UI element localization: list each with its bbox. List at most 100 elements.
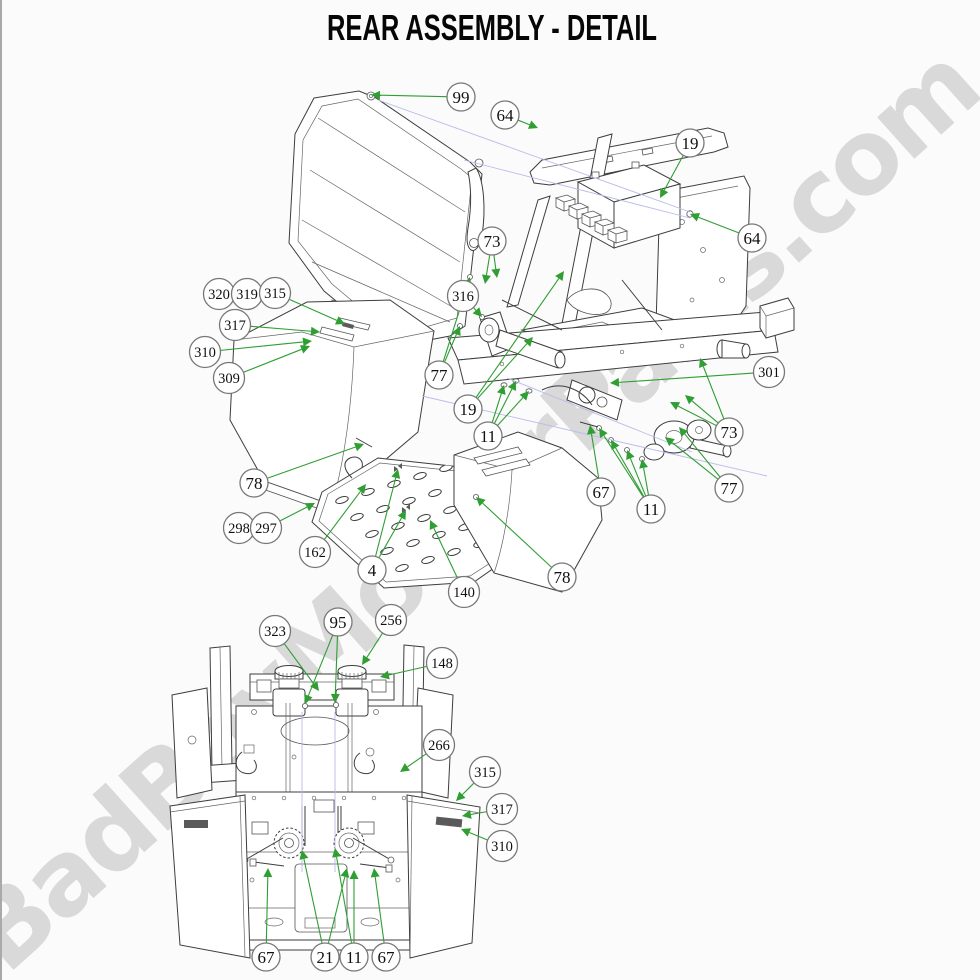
leader-arrowhead: [397, 510, 406, 521]
leader: [587, 425, 600, 478]
leader-line: [485, 255, 491, 276]
callout-19: 19: [675, 128, 705, 158]
leader: [250, 325, 320, 336]
leader-arrowhead: [519, 391, 529, 401]
callout-78: 78: [239, 468, 269, 498]
callout-162: 162: [298, 535, 332, 569]
leader-arrowhead: [527, 120, 538, 129]
leader-arrowhead: [362, 654, 371, 665]
leader: [263, 868, 273, 943]
rear-suspension: [241, 799, 395, 873]
callout-140: 140: [447, 575, 481, 609]
leader: [491, 255, 501, 278]
leader: [243, 345, 310, 373]
callout-circle: [485, 792, 519, 826]
leader-line: [663, 155, 684, 191]
callout-circle: [339, 942, 369, 972]
page-title: REAR ASSEMBLY - DETAIL: [327, 7, 657, 48]
callout-circle: [323, 607, 353, 637]
callout-number: 297: [255, 521, 277, 537]
leader: [332, 848, 353, 943]
leader: [400, 753, 427, 772]
seat-support-arm: [466, 167, 485, 251]
leader-arrowhead: [349, 870, 359, 879]
callout-number: 73: [484, 232, 501, 251]
pan-slot: [361, 488, 375, 496]
leader-arrowhead: [690, 213, 701, 222]
leader-arrowhead: [587, 425, 596, 435]
leader-line: [303, 858, 323, 943]
callout-circle: [447, 575, 481, 609]
rear-view: [169, 644, 481, 959]
frame-oval-hole: [280, 716, 350, 746]
leader-arrowhead: [660, 187, 669, 198]
callout-number: 148: [431, 656, 453, 672]
tank-mount-bar: [249, 673, 395, 701]
pan-slot: [391, 522, 405, 530]
pan-slot: [413, 472, 427, 480]
leader-line: [366, 633, 383, 658]
callout-circle: [298, 535, 332, 569]
callout-315: 315: [258, 276, 292, 310]
callout-number: 309: [218, 371, 240, 387]
hitch-plate-cutout: [294, 863, 348, 933]
callout-310: 310: [188, 335, 222, 369]
leader-line: [470, 811, 487, 815]
leader-line: [461, 782, 475, 796]
tie-hooks: [235, 751, 375, 775]
callout-circle: [586, 477, 616, 507]
right-fender: [453, 431, 603, 593]
leader-arrowhead: [357, 484, 366, 494]
callout-number: 95: [330, 613, 347, 632]
leader-line: [677, 405, 717, 426]
leader-line: [388, 665, 427, 676]
left-axle-bearing: [457, 274, 566, 369]
pan-slot: [402, 497, 416, 505]
leader: [699, 358, 725, 419]
leader-arrowhead: [639, 459, 649, 469]
callout-266: 266: [422, 728, 456, 762]
leader-line: [307, 635, 334, 696]
callout-number: 64: [497, 106, 515, 125]
leader-arrowhead: [400, 763, 410, 772]
leader: [670, 402, 717, 426]
callout-circle: [422, 728, 456, 762]
callout-circle: [357, 555, 387, 585]
pan-slot: [395, 564, 409, 572]
callout-number: 140: [453, 585, 475, 601]
callout-circle: [239, 468, 269, 498]
leader-line: [334, 636, 339, 695]
leader-line: [243, 348, 302, 373]
callout-309: 309: [212, 361, 246, 395]
leader: [375, 469, 401, 557]
right-transaxle: [579, 419, 732, 462]
callout-301: 301: [752, 355, 786, 389]
leader-arrowhead: [310, 326, 320, 336]
leader-line: [220, 341, 304, 351]
leader-line: [289, 298, 337, 321]
leader: [639, 459, 649, 495]
pan-hook: [344, 456, 363, 479]
callout-number: 64: [744, 229, 762, 248]
leader: [476, 497, 552, 568]
leader-line: [493, 255, 497, 270]
callout-number: 19: [682, 134, 699, 153]
leader-line: [491, 393, 502, 423]
hitch-bracket: [716, 297, 795, 359]
callout-298: 298: [222, 511, 256, 545]
callout-315: 315: [468, 755, 502, 789]
pan-slot: [428, 489, 442, 497]
leader-arrowhead: [340, 868, 350, 878]
callout-circle: [446, 82, 476, 112]
callout-number: 77: [431, 366, 449, 385]
callout-number: 256: [380, 613, 402, 629]
callout-number: 298: [228, 521, 250, 537]
leader-line: [590, 433, 600, 478]
pan-slot: [406, 539, 420, 547]
callout-number: 162: [304, 545, 326, 561]
callout-323: 323: [258, 614, 292, 648]
leader-arrowhead: [665, 437, 675, 447]
callout-number: 99: [453, 88, 470, 107]
callout-67: 67: [251, 942, 281, 972]
